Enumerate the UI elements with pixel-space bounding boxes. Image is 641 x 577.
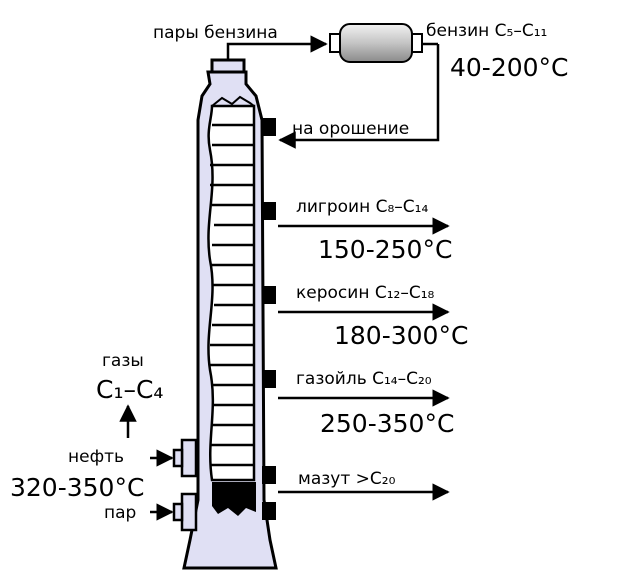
inlet-nozzles [172, 438, 198, 532]
vapor-label: пары бензина [153, 23, 278, 43]
gasoline-temp: 40-200°C [450, 53, 569, 82]
nozzle [262, 502, 276, 520]
column-trays [210, 123, 254, 467]
oil-inlet-flange [180, 438, 198, 478]
gases-label: газы [102, 351, 144, 371]
gasoline-label: бензин C₅–C₁₁ [426, 21, 547, 41]
gases-formula: C₁–C₄ [96, 375, 163, 404]
column-inner-wall [207, 104, 256, 482]
side-nozzles [262, 118, 276, 520]
column-inner-top [211, 95, 255, 107]
reflux-label: на орошение [292, 119, 409, 139]
mazut-label: мазут >C₂₀ [298, 469, 396, 489]
nozzle [262, 286, 276, 304]
condenser [329, 23, 423, 63]
ligroin-label: лигроин C₈–C₁₄ [296, 197, 428, 217]
flow-lines [119, 35, 450, 521]
residue-mazut [212, 482, 256, 516]
ligroin-temp: 150-250°C [318, 235, 452, 264]
gasoil-label: газойль C₁₄–C₂₀ [296, 369, 432, 389]
nozzle [262, 466, 276, 484]
steam-inlet-pipe [172, 502, 184, 522]
kerosene-temp: 180-300°C [334, 321, 468, 350]
nozzle [262, 202, 276, 220]
steam-label: пар [104, 503, 136, 523]
condenser-flange-left [329, 33, 341, 53]
column [182, 58, 278, 570]
condenser-body [339, 23, 413, 63]
gasoil-temp: 250-350°C [320, 409, 454, 438]
nozzle [262, 370, 276, 388]
kerosene-label: керосин C₁₂–C₁₈ [296, 283, 435, 303]
condenser-flange-right [411, 33, 423, 53]
oil-inlet-pipe [172, 448, 184, 468]
nozzle [262, 118, 276, 136]
steam-inlet-flange [180, 492, 198, 532]
reflux-line [278, 44, 440, 149]
oil-label: нефть [68, 447, 124, 467]
oil-temp: 320-350°C [10, 473, 144, 502]
column-top-cap [210, 58, 246, 74]
vapor-line [226, 35, 328, 60]
